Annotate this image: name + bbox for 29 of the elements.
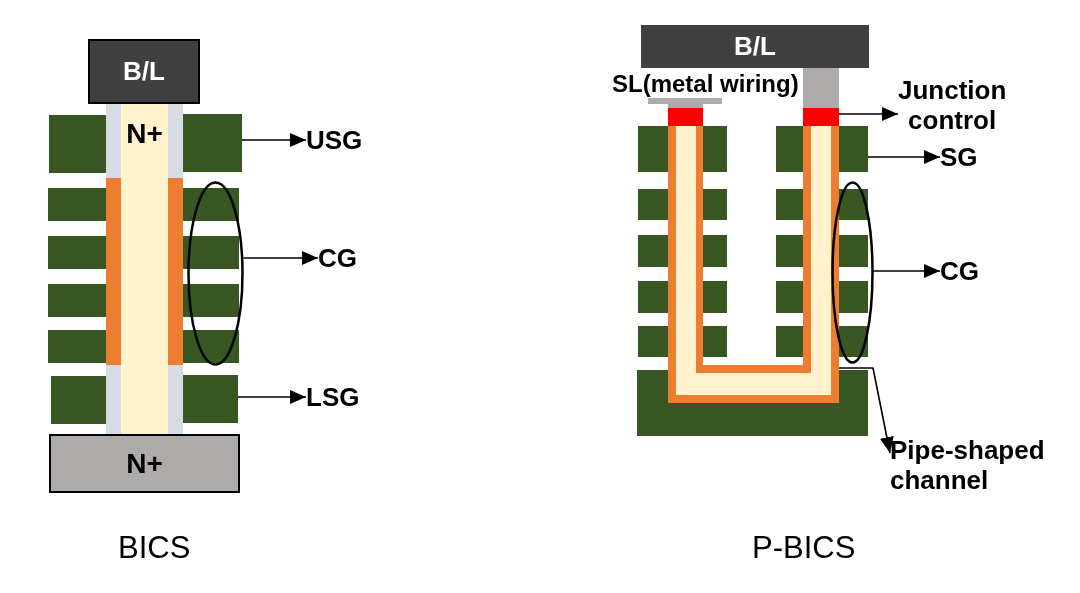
source-block: N+ <box>49 434 240 493</box>
highlight-ellipse <box>186 180 244 366</box>
arrow <box>838 107 899 121</box>
callout-label: Pipe-shaped channel <box>890 435 1050 495</box>
gate-label: CG <box>940 256 979 286</box>
gate-electrode <box>183 375 238 423</box>
arrow <box>838 367 894 454</box>
gate-label: CG <box>318 243 357 273</box>
panel-caption: BICS <box>118 530 191 566</box>
highlight-ellipse <box>830 180 874 364</box>
wiring-label: SL(metal wiring) <box>612 70 799 97</box>
gate-label: USG <box>306 125 363 155</box>
junction-block <box>803 108 839 126</box>
gate-label: LSG <box>306 382 360 412</box>
arrow <box>241 133 307 147</box>
channel-pillar <box>106 104 183 434</box>
bit-line-block: B/L <box>641 25 869 68</box>
arrow <box>872 264 941 278</box>
gate-electrode <box>183 114 242 172</box>
arrow <box>867 150 941 164</box>
bit-line-block: B/L <box>88 39 200 104</box>
gate-label: SG <box>940 142 978 172</box>
arrow <box>242 251 319 265</box>
pipe-channel <box>668 126 839 403</box>
callout-label: Junction control <box>898 75 1007 135</box>
arrow <box>237 390 307 404</box>
gate-electrode <box>839 126 868 172</box>
panel-caption: P-BICS <box>752 530 856 566</box>
doping-label: N+ <box>126 118 163 150</box>
